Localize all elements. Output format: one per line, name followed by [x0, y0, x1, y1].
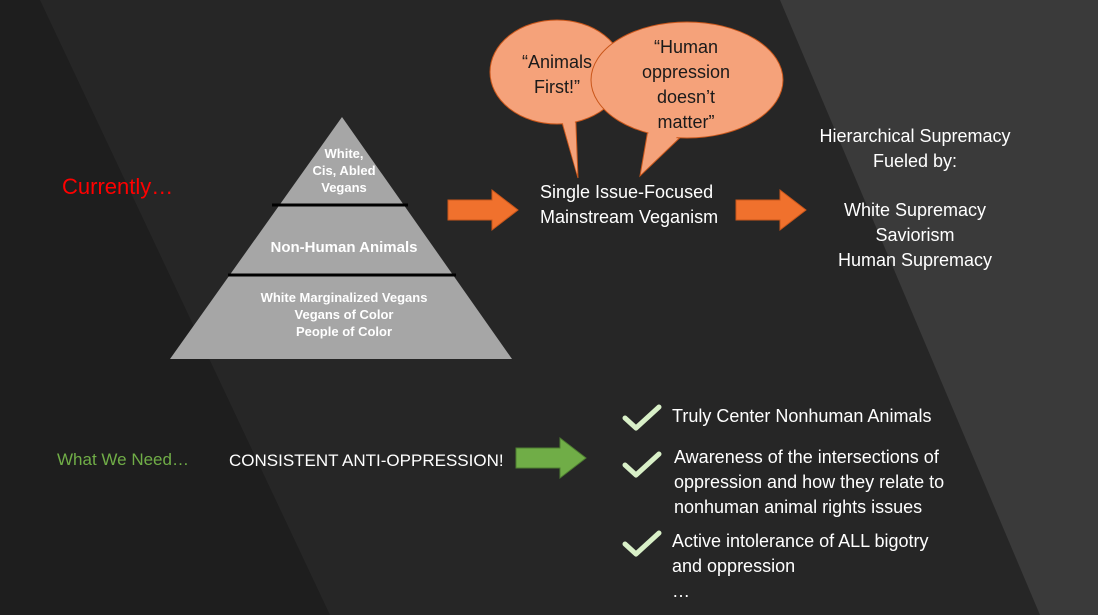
- pyramid-top-tier: White, Cis, Abled Vegans: [294, 146, 394, 197]
- supremacy-item: White Supremacy: [843, 200, 987, 220]
- need-item-line: …: [672, 581, 690, 601]
- mainstream-line: Mainstream Veganism: [540, 207, 719, 227]
- supremacy-heading-line: Fueled by:: [872, 151, 958, 171]
- pyramid-middle-tier: Non-Human Animals: [270, 239, 418, 256]
- supremacy-list: White Supremacy Saviorism Human Supremac…: [800, 198, 1030, 273]
- mainstream-veganism-text: Single Issue-Focused Mainstream Veganism: [540, 180, 718, 230]
- need-item-line: Active intolerance of ALL bigotry: [672, 531, 929, 551]
- need-item-2: Awareness of the intersections of oppres…: [674, 445, 944, 520]
- pyramid-top-line: Cis, Abled: [312, 162, 376, 178]
- speech-bubble-human-oppression: [590, 21, 784, 178]
- speech-bubbles: [489, 19, 784, 179]
- need-item-line: nonhuman animal rights issues: [674, 497, 923, 517]
- hierarchy-pyramid: [170, 117, 512, 359]
- right-light-band: [780, 0, 1098, 615]
- pyramid-top-line: Vegans: [321, 179, 367, 195]
- green-arrow: [515, 436, 587, 480]
- pyramid-top-line: White,: [324, 146, 364, 161]
- supremacy-heading: Hierarchical Supremacy Fueled by:: [800, 124, 1030, 174]
- supremacy-heading-line: Hierarchical Supremacy: [819, 126, 1011, 146]
- bubble-right-line: oppression: [641, 62, 731, 82]
- need-item-line: Truly Center Nonhuman Animals: [672, 406, 932, 426]
- pyramid-bottom-line: Vegans of Color: [294, 306, 394, 322]
- check-icon: [622, 451, 662, 478]
- bubble-left-text: “Animals First!”: [497, 50, 617, 100]
- currently-label: Currently…: [62, 174, 174, 199]
- pyramid-bottom-line: People of Color: [295, 323, 393, 339]
- need-item-3: Active intolerance of ALL bigotry and op…: [672, 529, 928, 604]
- need-item-1: Truly Center Nonhuman Animals: [672, 404, 931, 429]
- orange-arrow-2: [735, 188, 807, 232]
- bubble-right-line: matter”: [657, 112, 715, 132]
- consistent-anti-oppression-text: CONSISTENT ANTI-OPPRESSION!: [229, 451, 504, 470]
- bubble-left-line: “Animals: [521, 52, 592, 72]
- bubble-right-line: doesn’t: [656, 87, 716, 107]
- bubble-left-line: First!”: [534, 77, 580, 97]
- mainstream-line: Single Issue-Focused: [540, 182, 714, 202]
- left-dark-band: [0, 0, 330, 615]
- pyramid-bottom-tier: White Marginalized Vegans Vegans of Colo…: [224, 290, 464, 341]
- check-icon: [622, 530, 662, 557]
- pyramid-bottom-line: White Marginalized Vegans: [260, 290, 428, 305]
- need-item-line: Awareness of the intersections of: [674, 447, 939, 467]
- supremacy-item: Saviorism: [875, 225, 955, 245]
- what-we-need-label: What We Need…: [57, 450, 189, 469]
- need-item-line: and oppression: [672, 556, 796, 576]
- need-item-line: oppression and how they relate to: [674, 472, 945, 492]
- bubble-right-line: “Human: [653, 37, 719, 57]
- bubble-right-text: “Human oppression doesn’t matter”: [626, 35, 746, 135]
- orange-arrow-1: [447, 188, 519, 232]
- pyramid-shape: [170, 117, 512, 359]
- check-icon: [622, 404, 662, 431]
- supremacy-item: Human Supremacy: [837, 250, 993, 270]
